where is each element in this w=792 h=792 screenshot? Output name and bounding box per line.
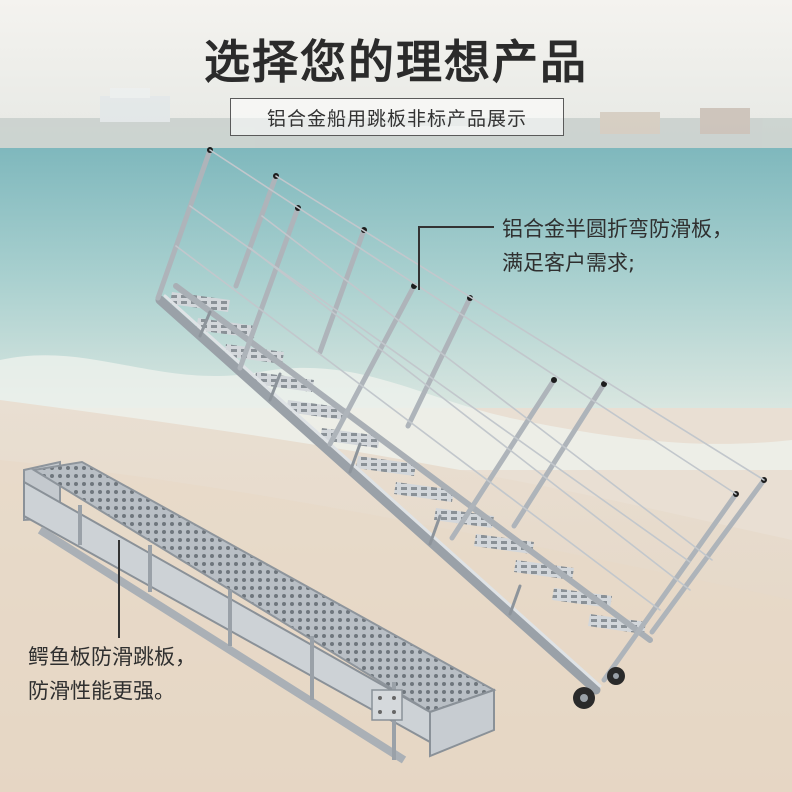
annotation-top-line1: 铝合金半圆折弯防滑板，: [502, 217, 733, 241]
leader-line-bottom-vertical: [118, 540, 120, 638]
annotation-top-line2: 满足客户需求;: [502, 251, 636, 275]
flat-gangway: [23, 460, 497, 764]
ladder-wheels: [573, 667, 625, 709]
annotation-semicircle-plate: 铝合金半圆折弯防滑板， 满足客户需求;: [502, 212, 733, 280]
subtitle-text: 铝合金船用跳板非标产品展示: [266, 107, 527, 130]
gangway-ladder: [155, 147, 767, 709]
annotation-bottom-line2: 防滑性能更强。: [28, 679, 175, 703]
leader-line-top-vertical: [418, 226, 420, 290]
sea: [0, 148, 792, 408]
leader-line-top-horizontal: [418, 226, 494, 228]
annotation-crocodile-plate: 鳄鱼板防滑跳板， 防滑性能更强。: [28, 640, 196, 708]
page-title: 选择您的理想产品: [204, 35, 588, 89]
subtitle-box: 铝合金船用跳板非标产品展示: [230, 98, 564, 136]
annotation-bottom-line1: 鳄鱼板防滑跳板，: [28, 645, 196, 669]
